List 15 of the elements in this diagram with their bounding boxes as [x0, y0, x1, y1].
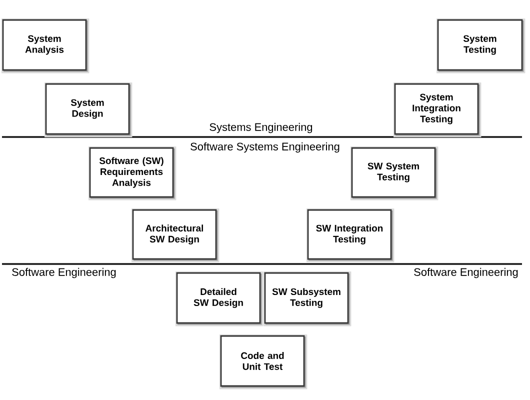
process-box: SW System Testing [350, 146, 438, 200]
section-label: Software Engineering [414, 268, 518, 278]
process-box: System Design [44, 82, 132, 138]
process-box: Architectural SW Design [132, 208, 220, 262]
process-box: Software (SW) Requirements Analysis [88, 146, 176, 200]
section-label: Systems Engineering [210, 122, 312, 134]
section-label: Software Engineering [12, 268, 116, 278]
process-box: System Integration Testing [394, 82, 482, 138]
process-box: SW Integration Testing [306, 208, 394, 262]
process-box: System Testing [436, 18, 526, 74]
process-box: SW Subsystem Testing [264, 272, 352, 326]
process-box: Code and Unit Test [220, 334, 308, 390]
process-box: Detailed SW Design [176, 272, 264, 326]
process-box: System Analysis [2, 18, 90, 74]
section-label: Software Systems Engineering [190, 142, 340, 153]
